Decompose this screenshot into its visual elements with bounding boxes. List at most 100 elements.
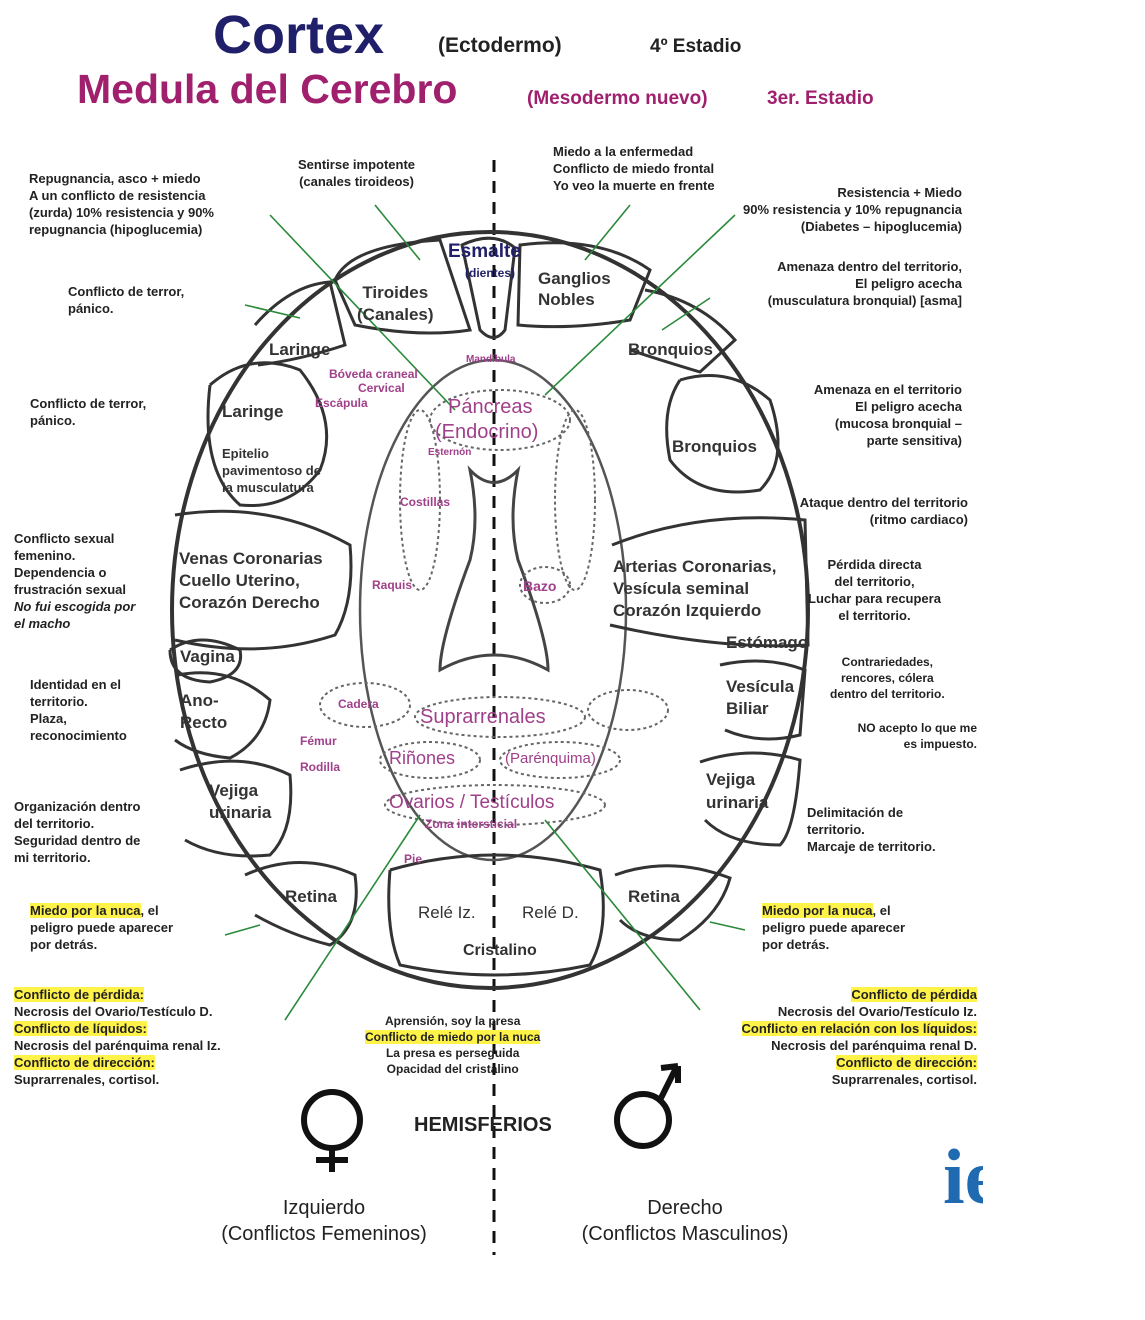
cortex-note: (Ectodermo) (438, 34, 562, 57)
label-vagina: Vagina (180, 647, 235, 666)
label-bronquios: Bronquios (672, 437, 757, 456)
note-amenaza-dentro: Amenaza dentro del territorio,El peligro… (767, 259, 962, 308)
arrow-resistencia (544, 214, 736, 396)
label-mandibula: Mandíbula (466, 354, 516, 365)
hemisferios-label: HEMISFERIOS (414, 1114, 552, 1136)
label-retina-r: Retina (628, 887, 680, 906)
label-tiroides: Tiroides(Canales) (357, 283, 434, 324)
medula-note: (Mesodermo nuevo) (527, 88, 708, 109)
parenquima-blob (499, 741, 621, 779)
lobe-esmalte (460, 236, 517, 339)
cadera-blob-r (587, 689, 669, 731)
lobe-arterias (609, 516, 810, 648)
male-symbol (614, 1063, 681, 1149)
label-bronquios-top: Bronquios (628, 340, 713, 359)
note-terror-2: Conflicto de terror,pánico. (30, 396, 147, 428)
rinones-blob (379, 741, 481, 779)
label-rodilla: Rodilla (300, 760, 341, 774)
suprarrenales-blob (414, 696, 586, 738)
note-impotente: Sentirse impotente(canales tiroideos) (298, 157, 416, 189)
label-ovarios: Ovarios / Testículos (389, 792, 555, 813)
label-cadera: Cadera (338, 697, 379, 711)
label-esternon: Esternón (428, 447, 472, 458)
lobe-retina-l (244, 861, 358, 947)
label-costillas: Costillas (400, 495, 451, 509)
lobe-vejiga-r (699, 751, 802, 847)
medula-title: Medula del Cerebro (77, 66, 458, 112)
arrow-miedo-enfermedad (584, 204, 631, 261)
lobe-ano (174, 671, 272, 760)
label-cervical: Cervical (358, 381, 405, 395)
arrow-perdida-r (544, 819, 701, 1011)
arrow-nuca-r (709, 921, 746, 931)
lobe-vesicula (719, 659, 807, 741)
lobe-bronquios (665, 374, 780, 494)
lobe-retina-r (614, 864, 732, 942)
note-nuca-right: Miedo por la nuca, el peligro puede apar… (762, 903, 906, 952)
arrow-nuca-l (224, 924, 261, 936)
logo-ie: ie (943, 1133, 983, 1220)
lobe-laringe (206, 361, 329, 508)
lobe-tiroides (333, 238, 472, 335)
note-nuca-left: Miedo por la nuca, el peligro puede apar… (30, 903, 174, 952)
medula-stage: 3er. Estadio (767, 88, 874, 109)
label-parenquima: (Parénquima) (505, 750, 596, 767)
arrow-impotente (374, 204, 421, 261)
label-estomago: Estómago (726, 633, 809, 652)
arrow-amenaza (661, 297, 711, 331)
label-rinones: Riñones (389, 748, 456, 768)
label-bazo: Bazo (523, 578, 557, 594)
label-retina-l: Retina (285, 887, 337, 906)
label-boveda: Bóveda craneal (329, 367, 418, 381)
medula-outline (358, 358, 628, 862)
arrow-terror (244, 304, 301, 319)
arrow-perdida-l (284, 814, 421, 1021)
bazo-blob (519, 566, 571, 604)
label-pancreas: Páncreas (448, 396, 533, 418)
cortex-stage: 4º Estadio (650, 36, 742, 57)
label-laringe: Laringe (222, 402, 284, 421)
cadera-blob-l (319, 682, 411, 728)
label-ano: Ano-Recto (180, 691, 228, 732)
label-endocrino: (Endocrino) (435, 421, 539, 443)
label-esmalte: Esmalte (448, 241, 521, 262)
ovarios-blob (384, 784, 606, 826)
lobe-bronquios-top (629, 288, 738, 374)
lobe-rele (387, 853, 605, 977)
lobe-vejiga-l (179, 759, 293, 858)
note-terror-1: Conflicto de terror,pánico. (68, 284, 185, 316)
label-derecho: Derecho(Conflictos Masculinos) (581, 1197, 789, 1245)
label-suprarrenales: Suprarrenales (420, 706, 546, 728)
lobe-laringe-top (253, 280, 347, 367)
arrow-repugnancia (269, 214, 456, 411)
label-izquierdo: Izquierdo(Conflictos Femeninos) (221, 1197, 427, 1245)
label-rele-l: Relé Iz. (418, 903, 476, 922)
label-femur: Fémur (300, 734, 337, 748)
costillas-blob-l (399, 409, 441, 591)
note-right-bottom: Conflicto de pérdida Necrosis del Ovario… (741, 987, 977, 1087)
raquis-shape (438, 465, 550, 673)
label-raquis: Raquis (372, 578, 413, 592)
note-center-bottom: Aprensión, soy la presa Conflicto de mie… (365, 1014, 541, 1076)
label-pie: Pie (404, 852, 423, 866)
lobe-ganglios (516, 241, 652, 329)
